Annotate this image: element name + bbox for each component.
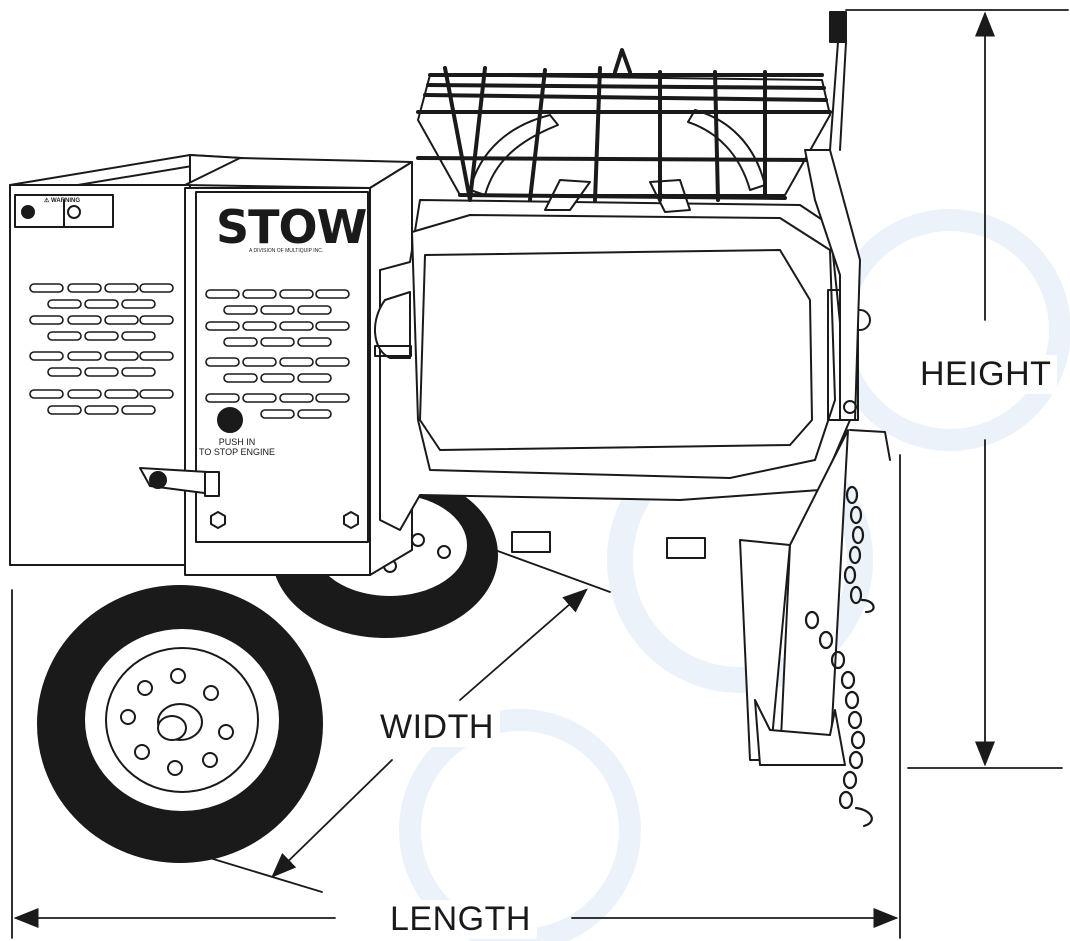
brand-subtitle: A DIVISION OF MULTIQUIP INC.: [249, 248, 324, 254]
stop-engine-line-1: PUSH IN: [218, 437, 256, 447]
stop-engine-button: [217, 407, 243, 433]
vent-slots-left: [29, 283, 174, 415]
stop-engine-line-2: TO STOP ENGINE: [199, 447, 276, 457]
stop-engine-instruction: PUSH IN TO STOP ENGINE: [199, 437, 275, 457]
length-dimension-label: LENGTH: [384, 900, 537, 939]
warning-decal-title: ⚠ WARNING: [44, 198, 81, 204]
mixing-drum: [373, 199, 871, 531]
tow-tongue: [511, 11, 891, 766]
brand-logo: STOW: [216, 200, 367, 254]
height-dimension-label: HEIGHT: [914, 355, 1058, 394]
width-dimension-label: WIDTH: [374, 708, 500, 747]
safety-grate: [416, 48, 832, 202]
dimension-lines: [11, 9, 1069, 939]
safety-chains: [804, 485, 875, 828]
vent-slots-panel: [205, 289, 350, 419]
warning-decal: [14, 194, 114, 228]
front-wheel: [37, 585, 323, 863]
